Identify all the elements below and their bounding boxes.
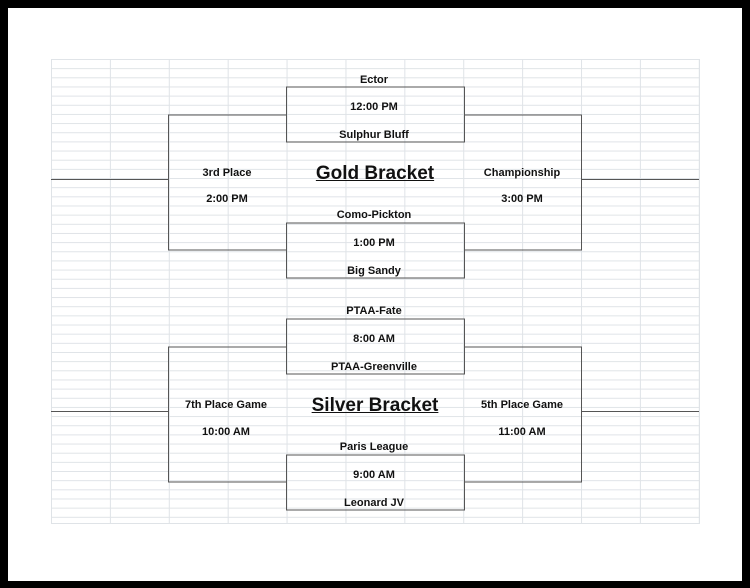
silver-bottom-team1: Paris League [339, 441, 409, 453]
gold-top-team2: Sulphur Bluff [339, 129, 409, 141]
gold-left-time: 2:00 PM [206, 193, 248, 205]
gold-left-label: 3rd Place [202, 167, 252, 179]
gold-right-label: Championship [483, 167, 561, 179]
gold-bracket-title: Gold Bracket [315, 163, 435, 184]
gold-top-time: 12:00 PM [350, 101, 398, 113]
silver-left-connector [168, 346, 287, 483]
silver-right-connector [464, 346, 582, 483]
gold-right-time: 3:00 PM [501, 193, 543, 205]
silver-left-label: 7th Place Game [185, 399, 267, 411]
spreadsheet-gridlines [51, 59, 700, 524]
gold-bottom-team2: Big Sandy [347, 265, 401, 277]
gold-bottom-team1: Como-Pickton [336, 209, 412, 221]
gold-top-team1: Ector [359, 74, 389, 86]
silver-right-label: 5th Place Game [481, 399, 563, 411]
silver-bottom-time: 9:00 AM [353, 469, 395, 481]
gold-bottom-time: 1:00 PM [353, 237, 395, 249]
gold-left-connector [168, 114, 287, 251]
silver-bottom-game-box [286, 454, 465, 511]
silver-top-team2: PTAA-Greenville [331, 361, 417, 373]
gold-bottom-game-box [286, 222, 465, 279]
silver-top-game-box [286, 318, 465, 375]
silver-left-time: 10:00 AM [202, 426, 250, 438]
silver-right-time: 11:00 AM [498, 426, 546, 438]
silver-bracket-title: Silver Bracket [311, 395, 439, 416]
gold-top-game-box [286, 86, 465, 143]
silver-bottom-team2: Leonard JV [344, 497, 404, 509]
silver-top-team1: PTAA-Fate [346, 305, 402, 317]
silver-top-time: 8:00 AM [353, 333, 395, 345]
gold-right-connector [464, 114, 582, 251]
